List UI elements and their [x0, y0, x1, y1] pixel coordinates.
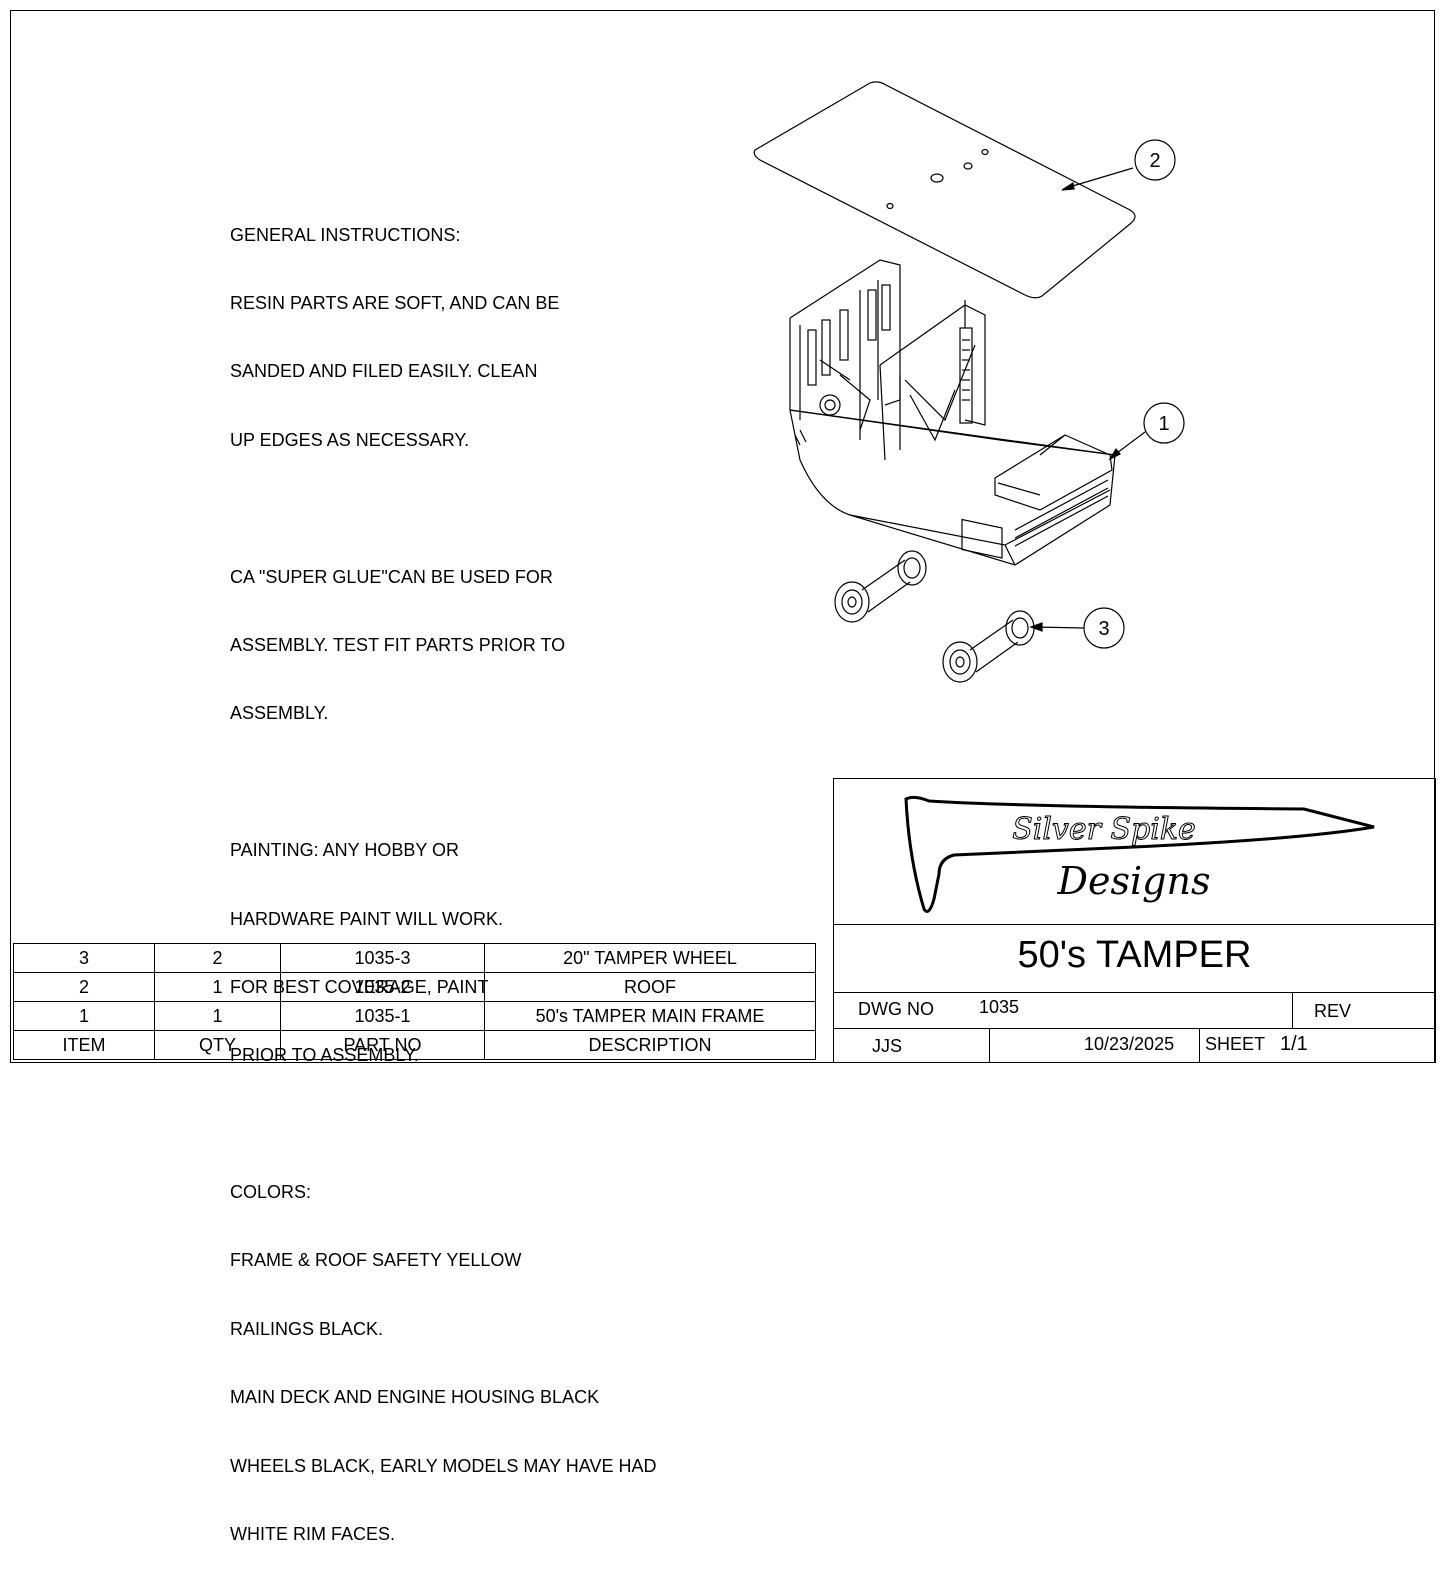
instruction-line: MAIN DECK AND ENGINE HOUSING BLACK [230, 1387, 600, 1408]
table-header-row: ITEM QTY PART NO DESCRIPTION [13, 1030, 816, 1060]
bom-part-no: 1035-2 [280, 972, 485, 1002]
sheet-border [10, 10, 1435, 1063]
title-block: Silver Spike Designs 50's TAMPER DWG NO … [833, 778, 1436, 1063]
balloon-2 [1134, 139, 1176, 181]
main-frame [789, 259, 1116, 566]
sheet-label: SHEET [1205, 1034, 1266, 1054]
logo-line1: Silver Spike [1012, 812, 1196, 847]
bom-item: 2 [13, 972, 155, 1002]
instruction-blank [230, 497, 656, 520]
logo-line2: Designs [1057, 859, 1211, 903]
balloon-2-label: 2 [1149, 150, 1160, 172]
bom-item: 3 [13, 943, 155, 973]
bom-header-description: DESCRIPTION [484, 1030, 816, 1060]
dwg-no-value: 1035 [979, 997, 1020, 1017]
balloon-1 [1143, 402, 1185, 444]
general-instructions: GENERAL INSTRUCTIONS: RESIN PARTS ARE SO… [230, 178, 656, 1569]
balloon-3 [1083, 607, 1125, 649]
roof-panel [753, 81, 1136, 299]
bom-header-part-no: PART NO [280, 1030, 485, 1060]
instruction-line: RESIN PARTS ARE SOFT, AND CAN BE [230, 292, 560, 313]
dwg-row: DWG NO 1035 REV [834, 992, 1435, 1029]
bom-item: 1 [13, 1001, 155, 1031]
divider [1199, 1028, 1200, 1063]
bom-qty: 1 [154, 1001, 281, 1031]
table-row: 3 2 1035-3 20" TAMPER WHEEL [13, 943, 816, 973]
bill-of-materials: 3 2 1035-3 20" TAMPER WHEEL 2 1 1035-2 R… [13, 943, 816, 1060]
instruction-line: HARDWARE PAINT WILL WORK. [230, 908, 504, 929]
instruction-line: PAINTING: ANY HOBBY OR [230, 840, 460, 861]
instruction-line: WHEELS BLACK, EARLY MODELS MAY HAVE HAD [230, 1455, 657, 1476]
bom-qty: 2 [154, 943, 281, 973]
drawing-title: 50's TAMPER [1017, 934, 1252, 976]
bom-header-item: ITEM [13, 1030, 155, 1060]
instruction-line: FRAME & ROOF SAFETY YELLOW [230, 1250, 522, 1271]
divider [1292, 992, 1293, 1028]
bom-header-qty: QTY [154, 1030, 281, 1060]
instruction-line: ASSEMBLY. TEST FIT PARTS PRIOR TO [230, 634, 566, 655]
divider [989, 1028, 990, 1063]
signature-row: JJS 10/23/2025 SHEET 1/1 [834, 1028, 1435, 1063]
instruction-line: COLORS: [230, 1182, 312, 1203]
balloon-1-label: 1 [1158, 413, 1169, 435]
instruction-line: CA "SUPER GLUE"CAN BE USED FOR [230, 566, 553, 587]
instruction-line: RAILINGS BLACK. [230, 1318, 384, 1339]
instruction-line: WHITE RIM FACES. [230, 1524, 396, 1545]
spike-logo-icon: Silver Spike Designs [904, 795, 1375, 913]
instruction-line: ASSEMBLY. [230, 703, 329, 724]
table-row: 1 1 1035-1 50's TAMPER MAIN FRAME [13, 1001, 816, 1031]
instruction-line: GENERAL INSTRUCTIONS: [230, 224, 461, 245]
dwg-no-label: DWG NO [858, 999, 934, 1019]
bom-part-no: 1035-1 [280, 1001, 485, 1031]
bom-qty: 1 [154, 972, 281, 1002]
bom-description: ROOF [484, 972, 816, 1002]
title-row: 50's TAMPER [834, 924, 1435, 993]
wheelset-1 [834, 550, 927, 623]
instruction-blank [230, 771, 656, 794]
balloon-3-label: 3 [1098, 618, 1109, 640]
drawn-by: JJS [872, 1036, 903, 1056]
bom-description: 20" TAMPER WHEEL [484, 943, 816, 973]
instruction-line: SANDED AND FILED EASILY. CLEAN [230, 361, 538, 382]
company-logo: Silver Spike Designs [834, 779, 1435, 925]
instruction-line: UP EDGES AS NECESSARY. [230, 429, 470, 450]
rev-label: REV [1314, 1001, 1352, 1021]
instruction-blank [230, 1113, 656, 1136]
date: 10/23/2025 [1084, 1034, 1175, 1054]
table-row: 2 1 1035-2 ROOF [13, 972, 816, 1002]
exploded-assembly-drawing: 2 1 3 [753, 81, 1185, 683]
bom-description: 50's TAMPER MAIN FRAME [484, 1001, 816, 1031]
wheelset-2 [942, 610, 1035, 683]
sheet-value: 1/1 [1280, 1033, 1308, 1055]
bom-part-no: 1035-3 [280, 943, 485, 973]
